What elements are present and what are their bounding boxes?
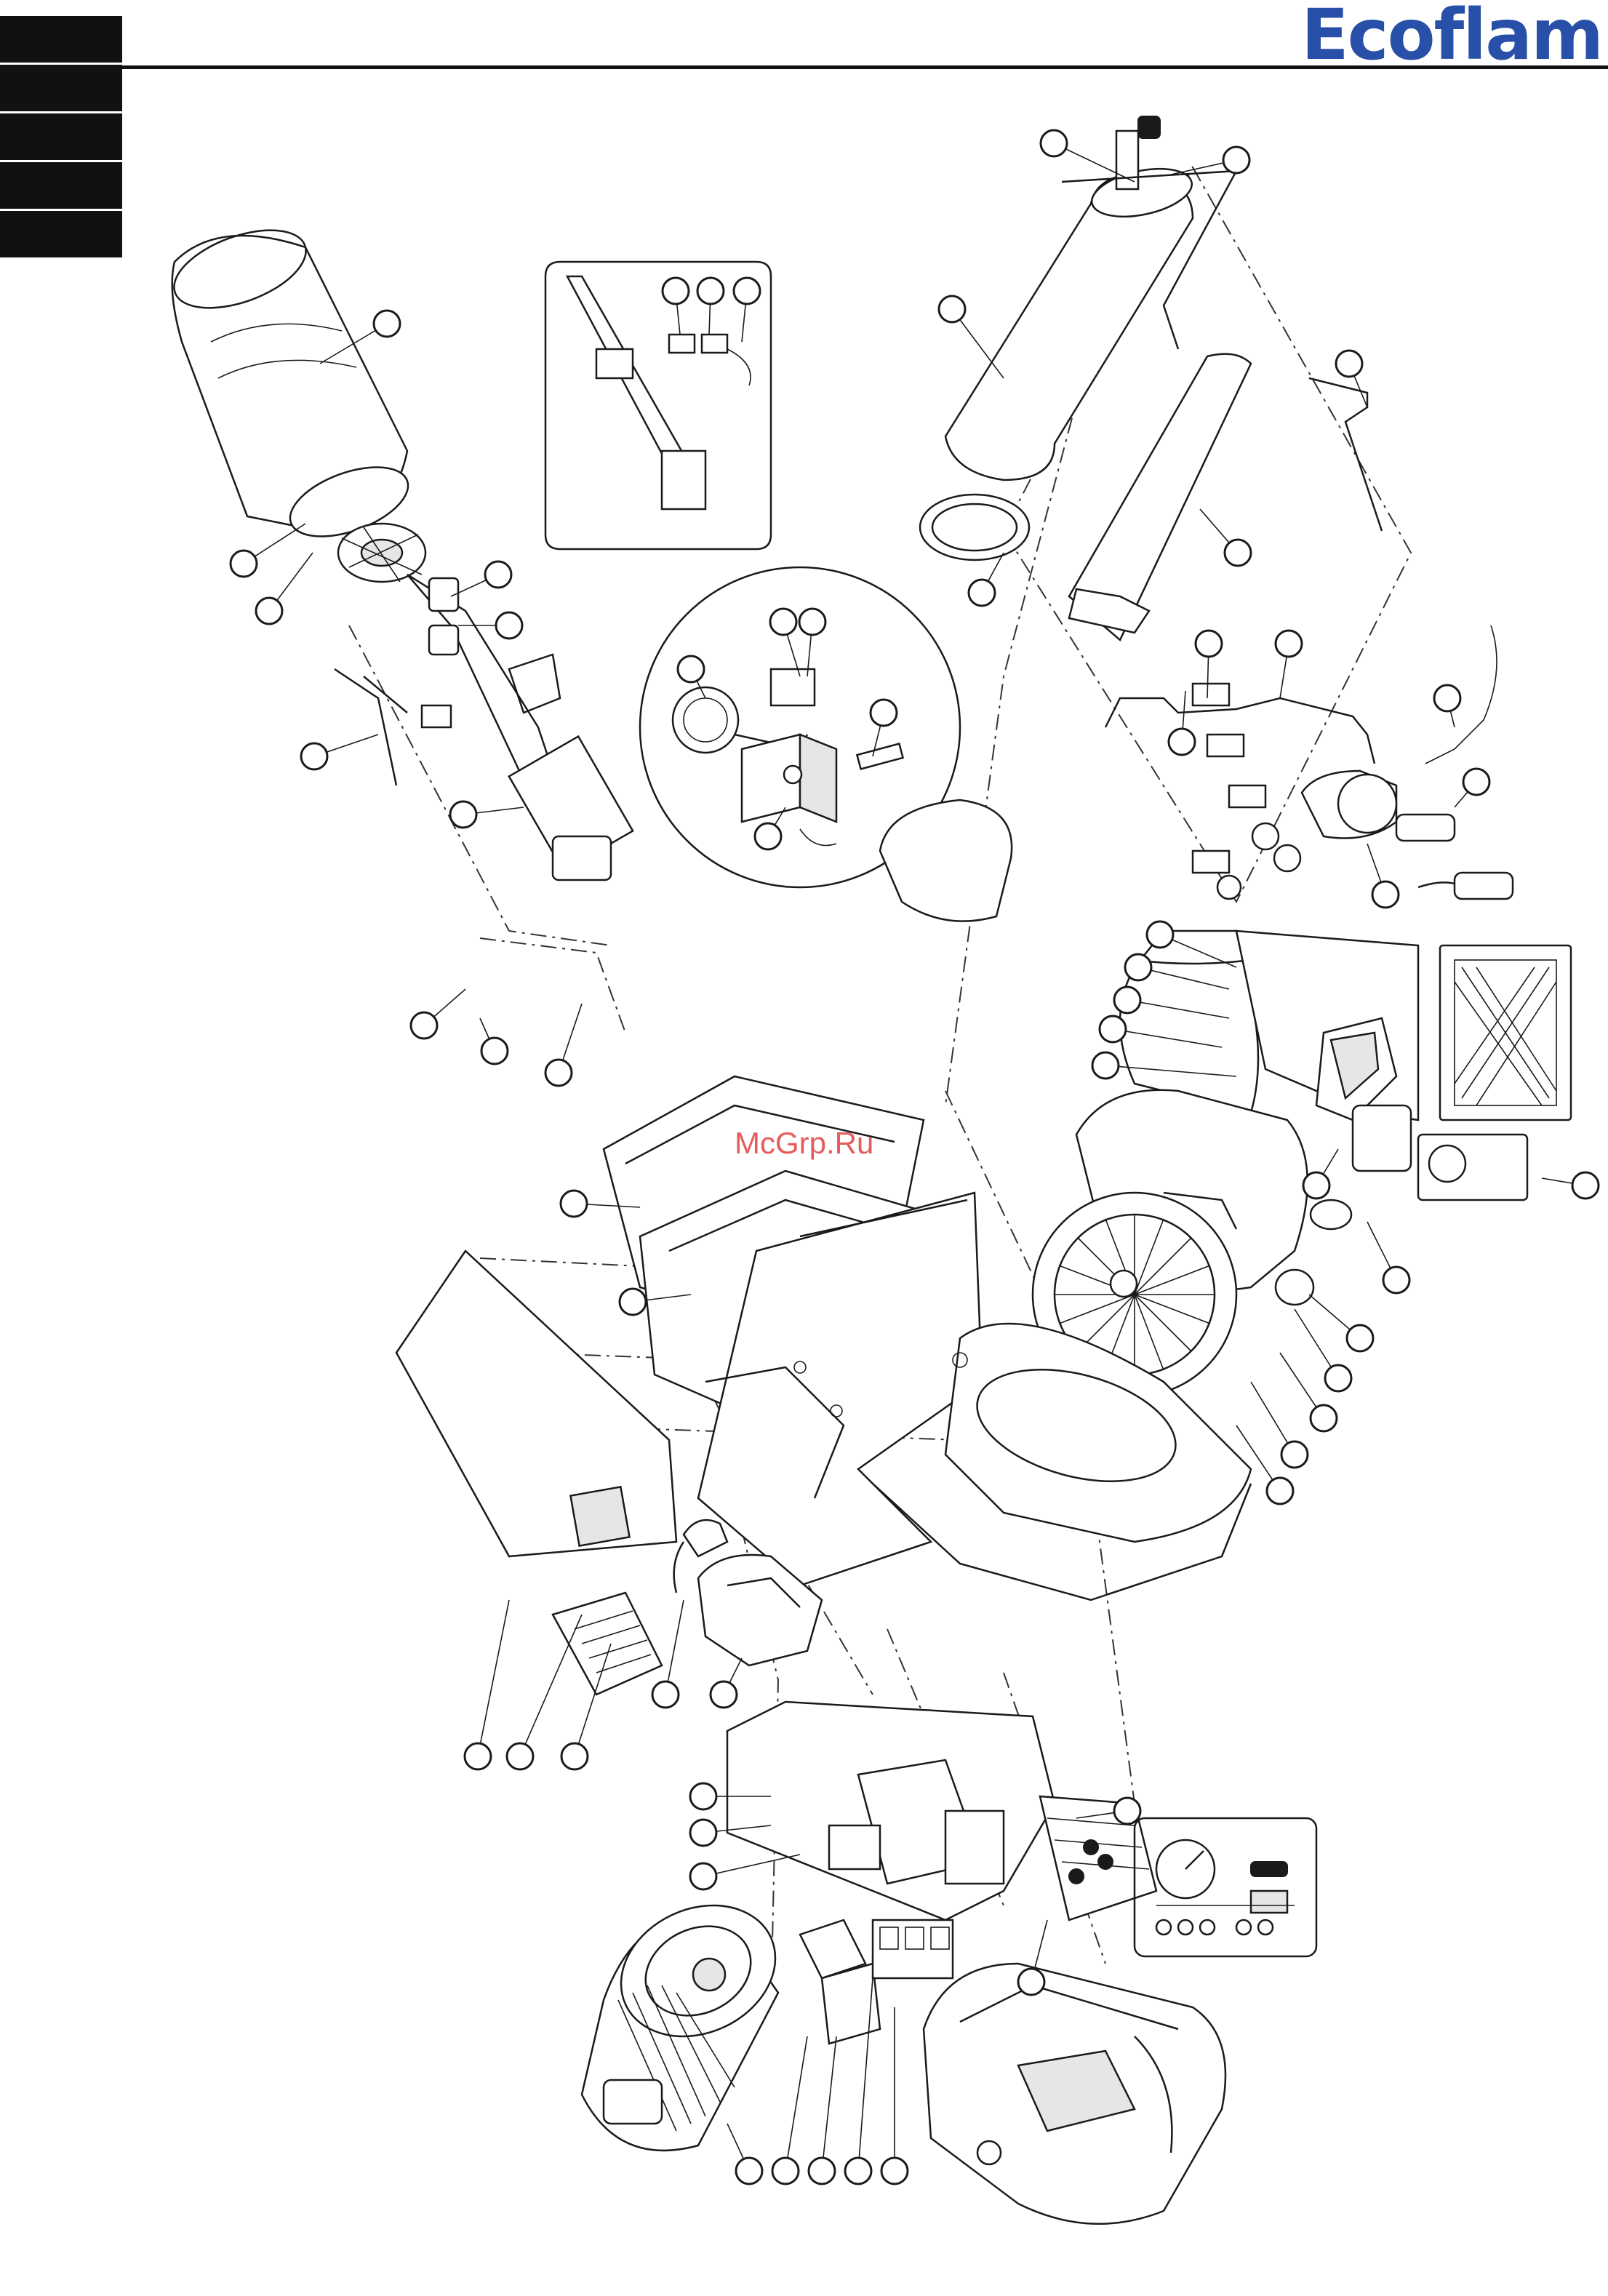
callout-balloon <box>652 1681 679 1708</box>
callout-balloon <box>1125 954 1151 980</box>
callout-balloon <box>561 1191 587 1217</box>
callout-balloon <box>1463 769 1489 795</box>
callout-balloon <box>256 598 282 624</box>
callout-balloon <box>481 1038 508 1064</box>
leader-line <box>703 1855 800 1876</box>
callout-balloon <box>485 561 511 588</box>
leader-line <box>785 2036 807 2171</box>
callout-balloon <box>690 1783 716 1809</box>
callout-balloon <box>1347 1325 1373 1351</box>
motor <box>582 1881 797 2150</box>
gas-tube-assembly <box>920 116 1513 899</box>
callout-balloon <box>1434 685 1460 711</box>
callout-balloon <box>881 2158 908 2184</box>
callout-balloon <box>1114 1798 1140 1824</box>
leader-line <box>665 1600 684 1695</box>
callout-balloon <box>697 278 724 304</box>
watermark-text: McGrp.Ru <box>735 1126 873 1161</box>
callout-balloon <box>411 1012 437 1039</box>
callout-balloon <box>1223 147 1249 173</box>
callout-balloon <box>1147 921 1173 948</box>
callout-balloon <box>231 551 257 577</box>
callout-balloon <box>755 823 781 849</box>
callout-balloon <box>1092 1052 1119 1079</box>
callout-balloon <box>1018 1969 1044 1995</box>
callout-balloon <box>450 801 476 828</box>
callout-balloon <box>1383 1267 1409 1293</box>
callout-balloon <box>663 278 689 304</box>
callout-balloon <box>1100 1016 1126 1042</box>
callout-balloon <box>1281 1441 1308 1468</box>
callout-balloon <box>301 743 327 769</box>
callout-balloon <box>1169 729 1195 755</box>
electrode-detail-panel <box>545 262 771 549</box>
callout-balloon <box>770 609 796 635</box>
callout-balloon <box>871 700 897 726</box>
callout-balloon <box>772 2158 799 2184</box>
callout-balloon <box>1276 631 1302 657</box>
callout-balloon <box>1572 1172 1599 1199</box>
front-cover <box>924 1964 1225 2224</box>
callout-balloon <box>1041 130 1067 156</box>
callout-balloon <box>1267 1478 1293 1504</box>
callout-balloon <box>1336 351 1362 377</box>
control-panel-inset <box>1135 1818 1316 1956</box>
callout-balloon <box>809 2158 835 2184</box>
callout-balloon <box>1225 540 1251 566</box>
callout-balloon <box>1303 1172 1329 1199</box>
burner-head-assembly <box>164 215 633 880</box>
callout-balloon <box>496 612 522 639</box>
callout-balloon <box>545 1060 572 1086</box>
callout-balloon <box>1114 987 1140 1013</box>
callout-balloon <box>845 2158 871 2184</box>
callout-balloon <box>799 609 825 635</box>
callout-balloon <box>678 656 704 682</box>
callout-balloon <box>507 1743 533 1769</box>
callout-balloon <box>690 1863 716 1889</box>
callout-balloon <box>620 1289 646 1315</box>
leader-line <box>478 1600 509 1756</box>
callout-balloon <box>969 580 995 606</box>
callout-balloon <box>1196 631 1222 657</box>
callout-balloon <box>1372 881 1399 908</box>
control-box <box>698 1555 1156 1920</box>
callout-balloon <box>1311 1405 1337 1431</box>
callout-balloon <box>711 1681 737 1708</box>
callout-balloon <box>734 278 760 304</box>
callout-balloon <box>939 296 965 322</box>
callout-balloon <box>561 1743 588 1769</box>
callout-balloon <box>736 2158 762 2184</box>
callout-balloon <box>1325 1365 1351 1391</box>
leader-line <box>822 2036 836 2171</box>
leader-line <box>520 1615 582 1756</box>
callout-balloon <box>374 311 400 337</box>
callout-balloon <box>690 1820 716 1846</box>
callout-balloon <box>465 1743 491 1769</box>
